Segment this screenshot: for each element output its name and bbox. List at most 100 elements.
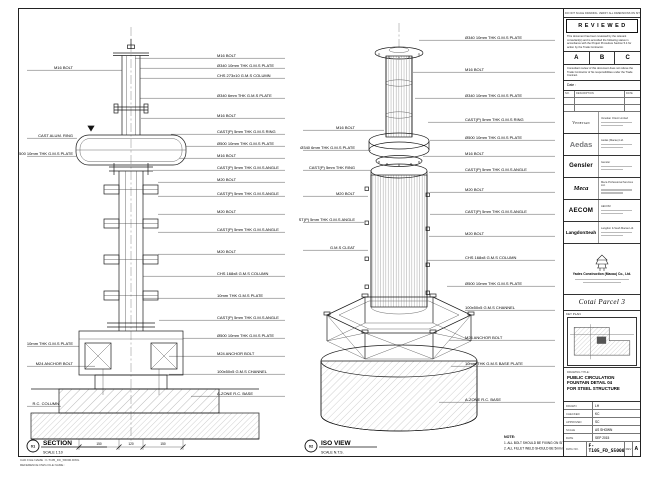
callout-text: Ø340 6mm THK G.M.S PLATE [300,145,355,150]
address-line [575,278,629,281]
address-line [601,192,624,194]
revision-empty-row [564,97,640,105]
callout-text: CAST(P) 5mm THK G.M.S ANGLE [299,217,355,222]
consultant-aedas: Aedas Aedas (Macau) Ltd. [564,133,640,156]
callout-text: M24 ANCHOR BOLT [217,351,255,356]
project-name: Cotai Parcel 3 [564,295,640,311]
title-block: DO NOT SCALE DRAWING. VERIFY ALL DIMENSI… [563,9,640,456]
callout-text: G.M.S CLEAT [330,245,356,250]
address-line [601,166,633,168]
callout-text: M20 BOLT [465,231,485,236]
sheet-frame: 150 120 150 M16 BOLT Ø340 10mm THK G.M.S… [18,8,641,457]
dim-text: 150 [160,442,166,446]
callout-text: Ø340 10mm THK G.M.S PLATE [217,63,274,68]
callout-text: R.C. COLUMN [33,401,60,406]
revision-empty-row [564,104,640,112]
date-label: Date : [567,83,577,87]
dwg-no-value: F-T105_FD_S5000 [588,444,625,454]
callout-text: M16 BOLT [217,53,237,58]
callout-text: M20 BOLT [465,187,485,192]
status-option-a: A [564,52,590,64]
field-value: KC [595,411,600,416]
address-line [583,281,621,284]
view-title: ISO VIEW [321,440,351,447]
callout-text: CAST(P) 5mm THK G.M.S ANGLE [217,191,279,196]
iso-title-bubble: 02 ISO VIEW SCALE N.T.S. [304,439,377,455]
callout-text: M16 BOLT [465,67,485,72]
top-note-text: DO NOT SCALE DRAWING. VERIFY ALL DIMENSI… [565,11,640,15]
callout-text: A-ZONE R.C. BASE [465,397,501,402]
callout-text: M20 BOLT [336,191,356,196]
rev-label: REV [624,442,633,456]
iso-linework [320,23,478,432]
rev-value: A [634,446,639,452]
status-options: A B C [564,52,640,65]
contractor-block: Yades Construction (Macau) Co., Ltd. [564,244,640,295]
callout-text: M20 BOLT [217,209,237,214]
callout-text: 10mm THK G.M.S PLATE [217,293,263,298]
section-view: 150 120 150 M16 BOLT Ø340 10mm THK G.M.S… [19,27,285,455]
callout-text: CAST(P) 5mm THK G.M.S RING [465,117,524,122]
callout-text: A-ZONE R.C. BASE [217,391,253,396]
field-value: AS SHOWN [595,427,613,432]
note-title: NOTE: [504,435,515,439]
sheet-footer: CAD FILE NAME : F-T105_FD_S5000.DWG REFE… [20,458,79,467]
drawing-title-line: FOUNTAIN DETAIL 04 [567,380,613,386]
field-value: SEP 2015 [595,435,610,440]
reviewed-stamp: R E V I E W E D [566,19,638,33]
review-status-text: This document has been reviewed by the r… [564,33,640,52]
callout-text: CAST(P) 5mm THK RING [309,165,355,170]
consultant-meca: Meca Meca Professional Services Ltd. [564,177,640,200]
callout-text: M16 BOLT [336,125,356,130]
gensler-logo: Gensler [564,155,599,177]
footer-line: REFERENCE DWG FILE NAME : [20,462,66,467]
rev-col-date: DATE [626,92,633,95]
callout-text: Ø500 10mm THK G.M.S PLATE [217,333,274,338]
drawing-title-label: DRAWING TITLE: [567,369,590,374]
callout-text: M20 BOLT [217,249,237,254]
callout-text: CAST(P) 5mm THK G.M.S ANGLE [217,315,279,320]
iso-callouts-right: Ø340 10mm THK G.M.S PLATE M16 BOLT Ø340 … [413,35,555,403]
callout-text: M16 BOLT [217,113,237,118]
callout-text: Ø340 6mm THK G.M.S PLATE [217,93,272,98]
date-field: Date : [564,81,640,91]
callout-text: 10mm THK G.M.S BASE PLATE [465,361,523,366]
callout-text: M24 ANCHOR BOLT [36,361,74,366]
field-label: SCALE [564,426,593,433]
title-block-top-note: DO NOT SCALE DRAWING. VERIFY ALL DIMENSI… [564,9,640,18]
section-dimensions: 150 120 150 [96,442,166,446]
consultant-langdon-seah: LangdonSeah Langdon & Seah Macau Ltd. [564,221,640,244]
callout-text: CAST(P) 5mm THK G.M.S ANGLE [465,209,527,214]
key-plan-map [567,316,637,366]
address-line [601,212,624,215]
callout-text: M24 ANCHOR BOLT [465,335,503,340]
footer-line: CAD FILE NAME : F-T105_FD_S5000.DWG [20,458,80,462]
iso-view: Ø340 10mm THK G.M.S PLATE M16 BOLT Ø340 … [299,23,564,455]
section-callouts-left: M16 BOLT CAST ALUM. RING Ø500 10mm THK G… [19,65,122,407]
field-label: CHECKED [564,410,593,417]
field-label: DATE [564,434,593,441]
revision-table: NO. DESCRIPTION DATE [564,90,640,112]
disclaimer-text: Consultant review of this document does … [564,65,640,81]
drawing-number-row: DWG NO. F-T105_FD_S5000 REV A [564,442,640,456]
address-line [601,234,624,237]
callout-text: CHS 273x10 G.M.S COLUMN [217,73,271,78]
note-line: 2. ALL FILLET WELD SHOULD BE 5mm FILLET … [504,447,564,451]
contractor-tower-logo [595,254,609,271]
callout-text: Ø500 10mm THK G.M.S PLATE [217,141,274,146]
callout-text: CHS 168x8 G.M.S COLUMN [217,271,268,276]
address-line [601,124,624,127]
field-value: SC [595,419,600,424]
callout-text: Ø340 10mm THK G.M.S PLATE [465,35,522,40]
callout-text: CHS 168x8 G.M.S COLUMN [465,255,516,260]
field-label: DRAWN [564,402,593,409]
langdon-seah-logo: LangdonSeah [564,221,599,243]
rev-col-no: NO. [564,90,575,97]
section-callouts-right: M16 BOLT Ø340 10mm THK G.M.S PLATE CHS 2… [135,53,285,397]
section-title-bubble: 01 SECTION SCALE 1:10 [26,439,107,455]
view-title: SECTION [43,440,72,447]
venetian-logo: Venetian [564,111,599,133]
callout-text: CAST(P) 5mm THK G.M.S ANGLE [465,167,527,172]
